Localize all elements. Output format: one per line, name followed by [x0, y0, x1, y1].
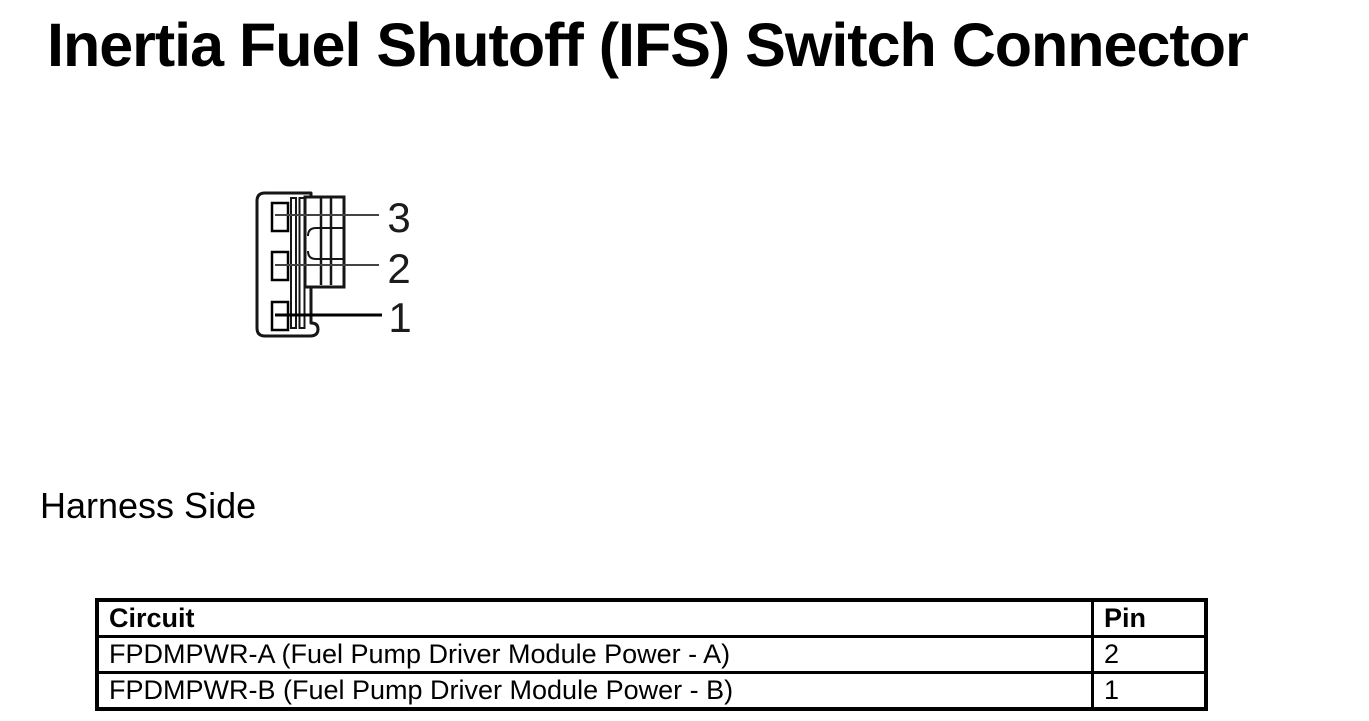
pin-cell: 1	[1091, 671, 1208, 711]
terminal-rail	[298, 197, 306, 329]
pinout-table: Circuit Pin FPDMPWR-A (Fuel Pump Driver …	[95, 598, 1208, 711]
latch-hook	[307, 227, 344, 237]
column-header-circuit: Circuit	[95, 598, 1094, 638]
terminal-rail	[290, 197, 297, 329]
pin-number-label-2: 2	[387, 245, 410, 292]
pin-cell: 2	[1091, 635, 1208, 674]
column-header-pin: Pin	[1091, 598, 1208, 638]
harness-side-label: Harness Side	[40, 485, 257, 526]
page-title: Inertia Fuel Shutoff (IFS) Switch Connec…	[47, 11, 1249, 79]
pin-number-label-3: 3	[387, 194, 410, 241]
pin-number-label-1: 1	[388, 294, 411, 341]
circuit-cell: FPDMPWR-A (Fuel Pump Driver Module Power…	[95, 635, 1094, 674]
circuit-cell: FPDMPWR-B (Fuel Pump Driver Module Power…	[95, 671, 1094, 711]
connector-diagram: 3 2 1	[255, 191, 412, 341]
table-row: FPDMPWR-A (Fuel Pump Driver Module Power…	[95, 635, 1208, 674]
pin-cavity-3	[270, 201, 290, 233]
table-header-row: Circuit Pin	[95, 598, 1208, 638]
latch-hook	[307, 250, 344, 260]
connector-latch-block	[303, 195, 346, 289]
table-row: FPDMPWR-B (Fuel Pump Driver Module Power…	[95, 671, 1208, 711]
